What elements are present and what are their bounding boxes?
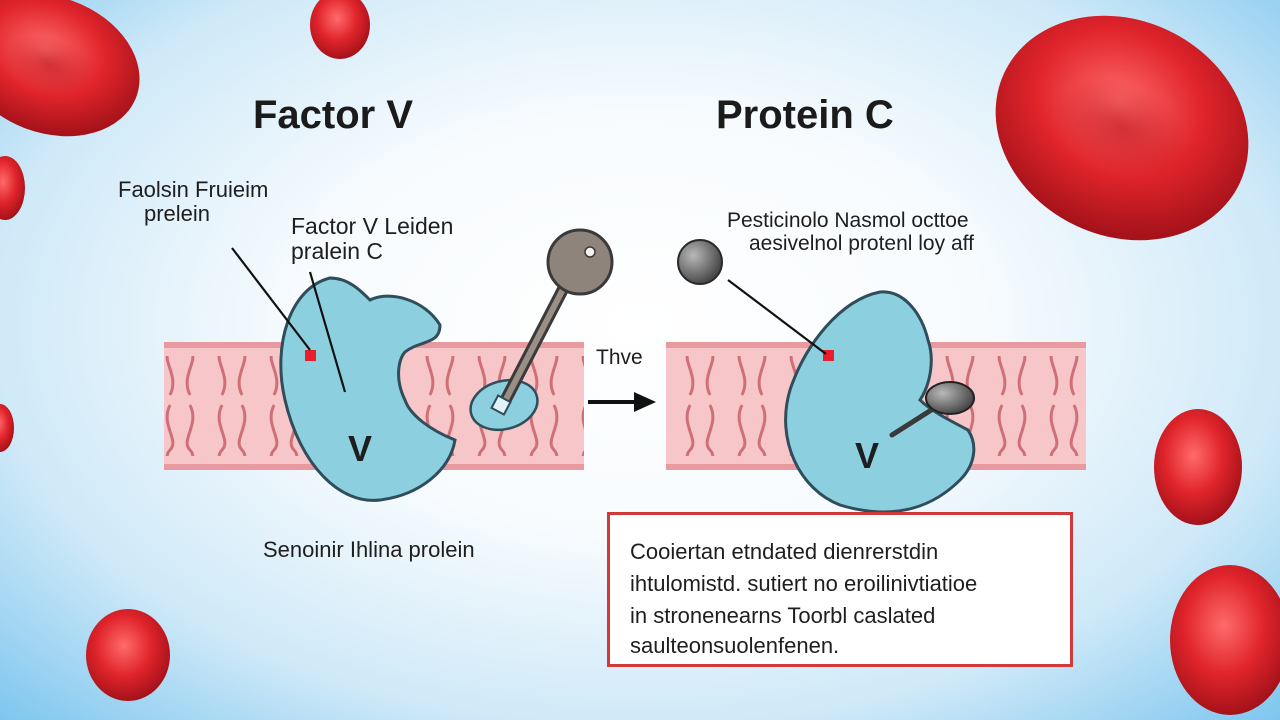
leiden-label-line: Factor V Leiden [291, 213, 454, 239]
left-protein-label: Faolsin Fruieim prelein [118, 178, 268, 226]
blood-cell [0, 156, 25, 220]
red-marker [305, 350, 316, 361]
note-line: saulteonsuolenfenen. [630, 633, 840, 658]
right-note-label-line: Pesticinolo Nasmol octtoe [727, 209, 969, 232]
note-line: in stronenearns Toorbl caslated [630, 603, 936, 628]
title-factor-v: Factor V [253, 93, 414, 137]
grey-ball-icon [677, 239, 723, 285]
leader-lines [231, 247, 827, 393]
bottom-left-label: Senoinir Ihlina prolein [263, 537, 475, 562]
right-note-label-line: aesivelnol protenl loy aff [749, 231, 974, 255]
left-protein-label-line: Faolsin Fruieim [118, 177, 269, 202]
key-icon [490, 228, 614, 416]
note-line: ihtulomistd. sutiert no eroilinivtiatioe [630, 571, 978, 596]
bound-key-icon [889, 381, 975, 438]
protein-c-protein [784, 290, 976, 514]
blood-cell [5, 34, 95, 96]
title-protein-c: Protein C [716, 93, 894, 137]
blood-cell [86, 609, 170, 701]
leiden-label: Factor V Leiden pralein C [291, 214, 453, 264]
right-note-label: Pesticinolo Nasmol octtoe aesivelnol pro… [727, 209, 974, 255]
arrow-label: Thve [596, 346, 643, 369]
note-line: Cooiertan etndated dienrerstdin [630, 539, 939, 564]
blood-cell [310, 0, 370, 59]
left-protein-letter: V [348, 428, 373, 469]
leiden-label-line: pralein C [291, 237, 384, 264]
blood-cell [1154, 409, 1242, 525]
blood-cell [0, 404, 14, 452]
left-protein-label-line: prelein [144, 200, 211, 226]
red-marker [823, 350, 834, 361]
arrow-right-icon [588, 392, 656, 412]
factor-v-protein [279, 276, 457, 502]
blood-cell [1055, 77, 1189, 179]
note-box: Cooiertan etndated dienrerstdin ihtulomi… [607, 512, 1073, 667]
blood-cell [1170, 565, 1280, 715]
right-protein-letter: V [855, 435, 880, 476]
